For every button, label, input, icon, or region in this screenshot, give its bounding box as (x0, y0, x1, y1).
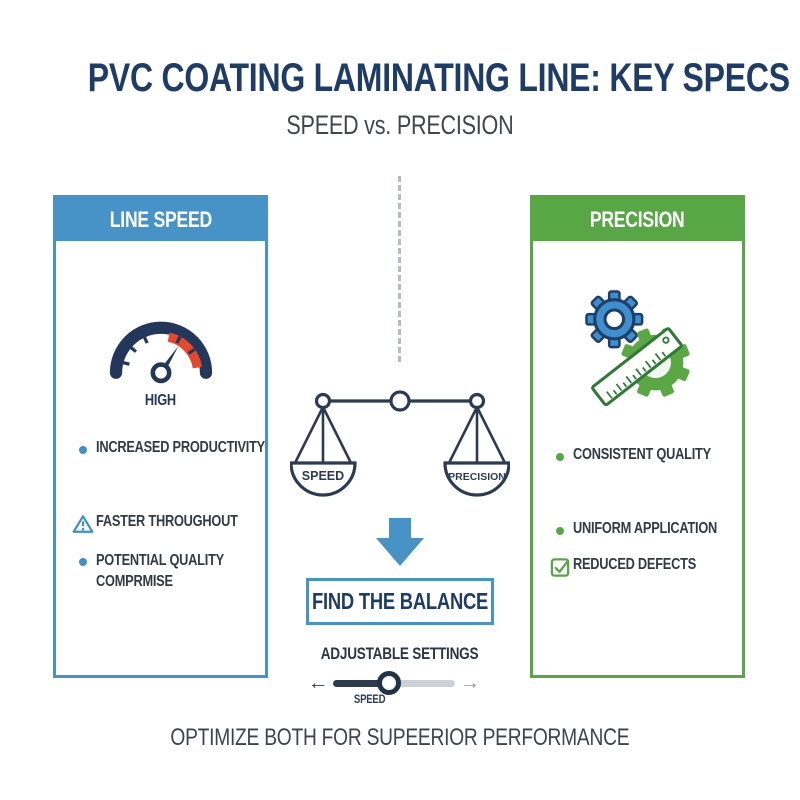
balance-scale-icon: SPEED PRECISION (289, 390, 511, 497)
slider-value-text: SPEED (354, 692, 386, 706)
footer-tagline-text: OPTIMIZE BOTH FOR SUPEERIOR PERFORMANCE (170, 724, 630, 751)
balance-scale: SPEED PRECISION (289, 383, 511, 508)
find-the-balance-button[interactable]: FIND THE BALANCE (306, 578, 494, 625)
page-subtitle-text: SPEED vs. PRECISION (286, 110, 514, 140)
line-speed-header-label: LINE SPEED (109, 206, 212, 232)
bullet-dot-icon (547, 524, 573, 535)
list-item: INCREASED PRODUCTIVITY (70, 438, 265, 458)
list-item-label: REDUCED DEFECTS (573, 556, 696, 573)
gauge-value-label: HIGH (56, 392, 265, 410)
speedometer-icon (109, 321, 212, 384)
bullet-dot-icon (70, 443, 96, 454)
slider-left-arrow-icon[interactable]: ← (308, 672, 328, 694)
list-item: FASTER THROUGHOUT (70, 512, 257, 534)
page-title: PVC COATING LAMINATING LINE: KEY SPECS (0, 56, 800, 101)
page-subtitle: SPEED vs. PRECISION (0, 110, 800, 141)
precision-panel-header: PRECISION (533, 198, 742, 241)
speed-gauge: HIGH (56, 293, 265, 410)
left-pan-label: SPEED (302, 469, 344, 483)
adjustable-settings-text: ADJUSTABLE SETTINGS (321, 644, 479, 663)
list-item-label: FASTER THROUGHOUT (96, 513, 238, 530)
bullet-dot-icon (547, 450, 573, 461)
down-arrow-icon (370, 518, 430, 573)
bullet-dot-icon (70, 555, 96, 566)
list-item: CONSISTENT QUALITY (547, 445, 734, 465)
page-title-text: PVC COATING LAMINATING LINE: KEY SPECS (87, 56, 790, 100)
warning-triangle-icon (70, 514, 96, 534)
adjustable-settings-title: ADJUSTABLE SETTINGS (0, 644, 800, 664)
list-item-label: CONSISTENT QUALITY (573, 446, 711, 463)
list-item-label: INCREASED PRODUCTIVITY (96, 439, 265, 456)
list-item: UNIFORM APPLICATION (547, 519, 734, 539)
line-speed-panel-header: LINE SPEED (56, 198, 265, 241)
center-dashed-line (398, 176, 401, 362)
gears-ruler-icon (584, 290, 690, 407)
right-pan-label: PRECISION (448, 471, 506, 483)
slider-knob[interactable] (377, 671, 401, 695)
line-speed-panel: LINE SPEED HIGH INCREASED PRODUCTIVITY (53, 195, 268, 678)
footer-tagline: OPTIMIZE BOTH FOR SUPEERIOR PERFORMANCE (0, 724, 800, 752)
list-item-label: POTENTIAL QUALITY COMPRMISE (96, 552, 224, 590)
slider-value-label: SPEED (340, 692, 400, 706)
gauge-value-text: HIGH (144, 392, 177, 409)
slider-track-filled (333, 679, 389, 687)
settings-slider: ← → (308, 671, 492, 695)
precision-gears (533, 276, 742, 415)
checkbox-checked-icon (547, 557, 573, 578)
find-the-balance-label: FIND THE BALANCE (311, 588, 489, 614)
list-item: POTENTIAL QUALITY COMPRMISE (70, 550, 257, 592)
list-item-label: UNIFORM APPLICATION (573, 520, 718, 537)
line-speed-items: INCREASED PRODUCTIVITY FASTER THROUGHOUT… (70, 438, 265, 592)
precision-items: CONSISTENT QUALITY UNIFORM APPLICATION R… (547, 445, 734, 578)
slider-track-empty (389, 679, 455, 687)
precision-panel: PRECISION (530, 195, 745, 678)
slider-track[interactable] (333, 671, 455, 695)
slider-right-arrow-icon[interactable]: → (460, 672, 480, 694)
precision-header-label: PRECISION (590, 206, 685, 232)
list-item: REDUCED DEFECTS (547, 555, 734, 578)
